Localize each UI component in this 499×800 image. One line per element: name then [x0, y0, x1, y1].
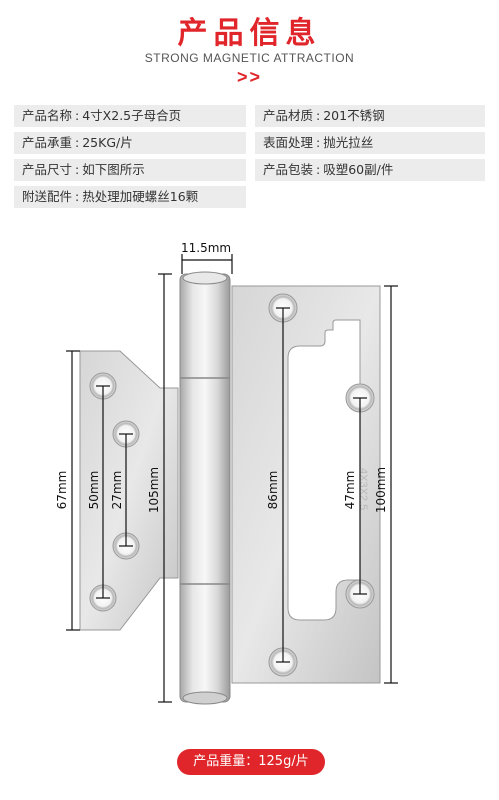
dim-left-inner-spacing: 27mm — [110, 471, 124, 510]
hinge-diagram: 4X3X2.5 11 — [55, 241, 398, 705]
dim-right-inner-spacing: 47mm — [343, 471, 357, 510]
spec-row: 产品承重:25KG/片 — [14, 132, 246, 154]
spec-row: 表面处理:抛光拉丝 — [255, 132, 485, 154]
leaf-stamp: 4X3X2.5 — [357, 468, 369, 510]
spec-row: 产品尺寸:如下图所示 — [14, 159, 246, 181]
right-leaf-cutout — [287, 319, 361, 621]
page-title: 产品信息 — [177, 16, 322, 51]
spec-row: 附送配件:热处理加硬螺丝16颗 — [14, 186, 246, 208]
spec-row: 产品名称:4寸X2.5子母合页 — [14, 105, 246, 127]
dim-knuckle-height: 105mm — [147, 467, 161, 513]
dim-right-leaf-height: 100mm — [374, 467, 388, 513]
dim-right-outer-spacing: 86mm — [266, 471, 280, 510]
dim-left-leaf-height: 67mm — [55, 471, 69, 510]
spec-row: 产品材质:201不锈钢 — [255, 105, 485, 127]
left-leaf — [79, 350, 179, 631]
dim-knuckle-width: 11.5mm — [181, 241, 231, 255]
page-subtitle: STRONG MAGNETIC ATTRACTION — [144, 51, 355, 65]
dim-left-outer-spacing: 50mm — [87, 471, 101, 510]
arrows-decoration: >> — [236, 67, 263, 87]
weight-badge: 产品重量：125g/片 — [177, 749, 325, 775]
spec-row: 产品包装:吸塑60副/件 — [255, 159, 485, 181]
hinge-knuckle — [179, 273, 231, 703]
